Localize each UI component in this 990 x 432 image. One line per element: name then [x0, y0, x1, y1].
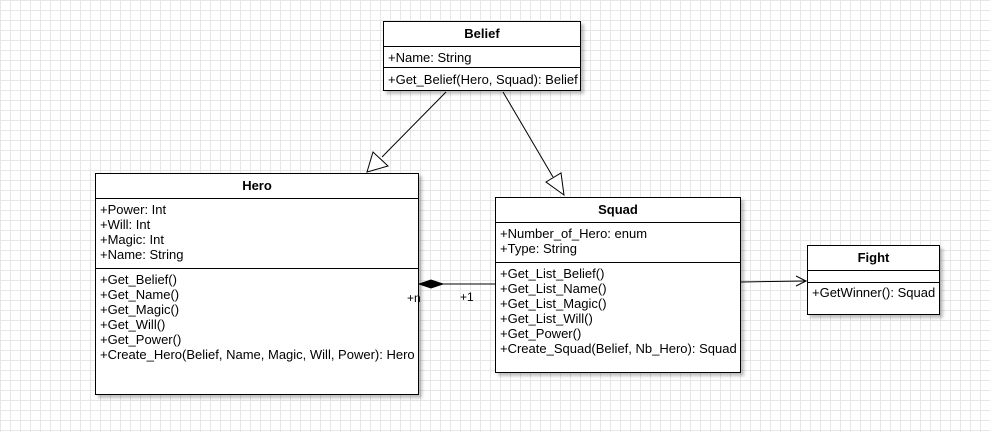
class-squad[interactable]: Squad +Number_of_Hero: enum +Type: Strin… — [495, 197, 741, 373]
operation: +Get_List_Belief() — [500, 266, 605, 281]
operation: +GetWinner(): Squad — [812, 285, 936, 300]
class-hero-operations: +Get_Belief() +Get_Name() +Get_Magic() +… — [96, 269, 418, 394]
multiplicity-squad-label: +1 — [460, 290, 474, 304]
association-squad-fight-line — [740, 280, 807, 283]
class-belief-operations: +Get_Belief(Hero, Squad): Belief — [384, 68, 580, 90]
association-arrowhead — [795, 275, 808, 287]
generalization-squad-belief[interactable] — [502, 91, 565, 197]
class-fight[interactable]: Fight +GetWinner(): Squad — [807, 245, 940, 315]
operation: +Get_Belief() — [100, 272, 177, 287]
generalization-hero-belief-line — [381, 91, 447, 158]
generalization-hero-belief-arrowhead — [366, 151, 389, 173]
class-belief-title: Belief — [384, 22, 580, 47]
operation: +Get_Magic() — [100, 302, 180, 317]
attribute: +Type: String — [500, 241, 577, 256]
generalization-hero-belief[interactable] — [366, 91, 447, 173]
attribute: +Name: String — [388, 50, 472, 65]
operation: +Get_Belief(Hero, Squad): Belief — [388, 72, 578, 87]
operation: +Get_Name() — [100, 287, 180, 302]
class-squad-attributes: +Number_of_Hero: enum +Type: String — [496, 223, 740, 263]
class-hero-title: Hero — [96, 174, 418, 199]
operation: +Get_List_Name() — [500, 281, 607, 296]
operation: +Create_Squad(Belief, Nb_Hero): Squad — [500, 341, 737, 356]
class-fight-operations: +GetWinner(): Squad — [808, 283, 939, 314]
class-hero[interactable]: Hero +Power: Int +Will: Int +Magic: Int … — [95, 173, 419, 395]
operation: +Get_List_Magic() — [500, 296, 607, 311]
composition-diamond — [417, 279, 445, 289]
operation: +Get_Power() — [500, 326, 582, 341]
attribute: +Magic: Int — [100, 232, 164, 247]
operation: +Create_Hero(Belief, Name, Magic, Will, … — [100, 347, 415, 362]
generalization-squad-belief-line — [502, 91, 554, 178]
class-fight-title: Fight — [808, 246, 939, 271]
operation: +Get_Power() — [100, 332, 182, 347]
class-squad-operations: +Get_List_Belief() +Get_List_Name() +Get… — [496, 263, 740, 372]
class-squad-title: Squad — [496, 198, 740, 223]
attribute: +Power: Int — [100, 202, 167, 217]
attribute: +Number_of_Hero: enum — [500, 226, 648, 241]
multiplicity-hero-label: +n — [407, 291, 421, 305]
attribute: +Will: Int — [100, 217, 151, 232]
attribute: +Name: String — [100, 247, 184, 262]
class-fight-attributes — [808, 271, 939, 283]
class-hero-attributes: +Power: Int +Will: Int +Magic: Int +Name… — [96, 199, 418, 269]
association-squad-fight[interactable] — [740, 275, 808, 287]
operation: +Get_Will() — [100, 317, 166, 332]
class-belief[interactable]: Belief +Name: String +Get_Belief(Hero, S… — [383, 21, 581, 91]
operation: +Get_List_Will() — [500, 311, 593, 326]
generalization-squad-belief-arrowhead — [545, 172, 565, 197]
class-belief-attributes: +Name: String — [384, 47, 580, 68]
composition-hero-squad[interactable] — [417, 279, 495, 289]
